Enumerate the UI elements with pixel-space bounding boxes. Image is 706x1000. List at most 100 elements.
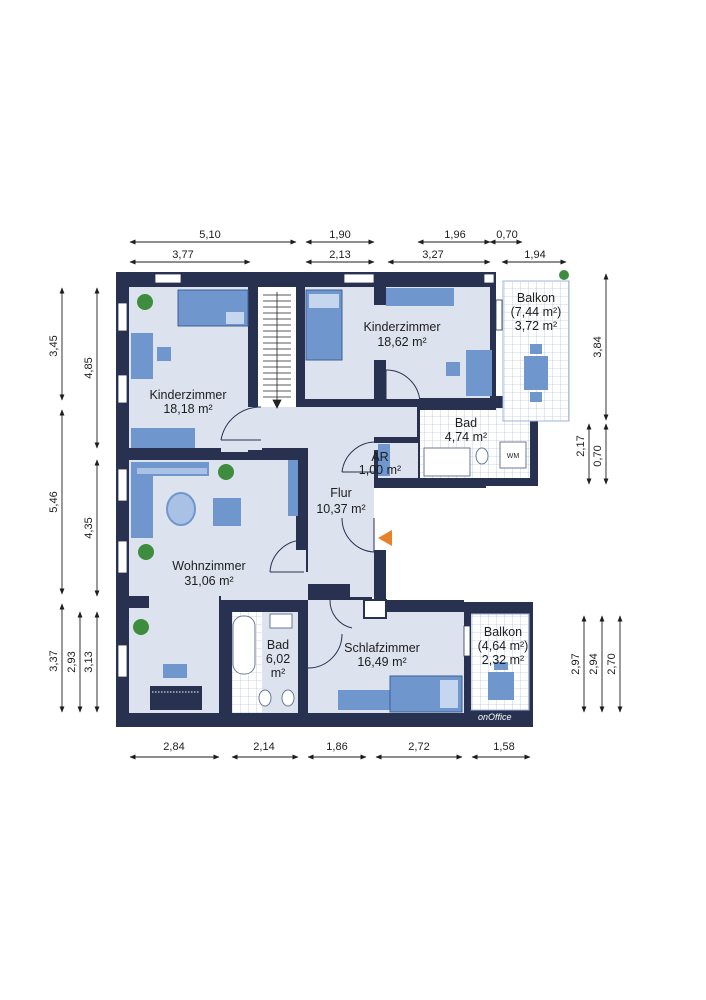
room-area-flur: 10,37 m² — [316, 502, 365, 516]
floor-flur-lower — [308, 407, 374, 597]
washer-label: WM — [507, 453, 520, 460]
dim-right-top: 3,84 — [592, 336, 604, 357]
shaft — [363, 599, 387, 619]
wall-segment — [262, 448, 308, 460]
entrance-arrow-icon — [378, 530, 392, 546]
room-area-balkon-1: 3,72 m² — [515, 319, 557, 333]
coffee-table-icon — [166, 492, 196, 526]
dim-right-bottom: 2,94 — [588, 653, 600, 674]
dim-left-outer: 3,37 — [48, 650, 60, 671]
tv-icon — [163, 664, 187, 678]
room-name-kinderzimmer-2: Kinderzimmer — [363, 320, 440, 334]
room-name-bad-2: Bad — [267, 638, 289, 652]
wall-segment — [296, 287, 305, 399]
shower-icon — [423, 447, 471, 477]
armchair-icon — [213, 498, 241, 526]
plant-icon — [138, 544, 154, 560]
room-area-kinderzimmer-1: 18,18 m² — [163, 402, 212, 416]
shelf-icon — [288, 460, 298, 516]
plant-icon — [137, 294, 153, 310]
room-area-schlafzimmer: 16,49 m² — [357, 655, 406, 669]
toilet-icon — [258, 689, 272, 707]
cabinet-icon — [378, 444, 390, 476]
room-name-flur: Flur — [330, 486, 352, 500]
bidet-icon — [281, 689, 295, 707]
dim-bottom: 1,58 — [493, 741, 514, 753]
wall-segment — [374, 360, 386, 400]
wardrobe-icon — [338, 690, 394, 710]
dim-bottom: 2,84 — [163, 741, 184, 753]
dimension-lines — [59, 239, 623, 760]
room-gross-balkon-1: (7,44 m²) — [511, 305, 562, 319]
room-area-balkon-2: 2,32 m² — [482, 653, 524, 667]
shelf-icon — [386, 288, 454, 306]
doors — [220, 369, 421, 669]
dim-bottom: 2,72 — [408, 741, 429, 753]
wall-segment — [298, 612, 308, 668]
dim-right-top: 0,70 — [592, 445, 604, 466]
dim-bottom: 2,14 — [253, 741, 274, 753]
wall-segment — [374, 287, 386, 305]
chair-icon — [530, 392, 542, 402]
desk-icon — [131, 333, 153, 379]
plant-icon — [218, 464, 234, 480]
wall-segment — [374, 550, 386, 602]
floor-wohnzimmer — [129, 460, 306, 596]
room-area-kinderzimmer-2: 18,62 m² — [377, 335, 426, 349]
dim-left-outer: 5,46 — [48, 491, 60, 512]
dim-top-2: 2,13 — [329, 249, 350, 261]
room-name-balkon-2: Balkon — [484, 625, 522, 639]
dim-left-inner: 4,85 — [83, 357, 95, 378]
room-name-balkon-1: Balkon — [517, 291, 555, 305]
wall-segment — [464, 612, 471, 710]
table-icon — [488, 672, 514, 700]
chair-icon — [530, 344, 542, 354]
wall-segment — [386, 600, 464, 612]
wall-segment — [129, 596, 149, 608]
chair-icon — [494, 662, 508, 670]
wall-segment — [420, 398, 496, 410]
furniture — [131, 288, 548, 713]
staircase — [263, 292, 291, 409]
room-gross-balkon-2: (4,64 m²) — [478, 639, 529, 653]
piano-icon — [150, 686, 202, 710]
table-icon — [524, 356, 548, 390]
chair-icon — [157, 347, 171, 361]
wall-segment — [129, 448, 221, 460]
room-area-ar: 1,00 m² — [359, 463, 401, 477]
wall-segment — [296, 460, 308, 550]
room-area-wohnzimmer: 31,06 m² — [184, 574, 233, 588]
dim-left-outer: 3,45 — [48, 335, 60, 356]
dim-left-inner: 4,35 — [83, 517, 95, 538]
room-area-bad-1: 4,74 m² — [445, 430, 487, 444]
dim-top-2: 1,94 — [524, 249, 545, 261]
dim-right-top: 2,17 — [575, 435, 587, 456]
dim-top-1: 5,10 — [199, 229, 220, 241]
windows — [117, 273, 503, 678]
room-name-ar: AR — [371, 450, 388, 464]
dim-right-bottom: 2,97 — [570, 653, 582, 674]
dim-bottom: 1,86 — [326, 741, 347, 753]
sink-icon — [269, 613, 293, 629]
room-area-unit-bad-2: m² — [271, 666, 286, 680]
dim-top-2: 3,77 — [172, 249, 193, 261]
plant-icon — [133, 619, 149, 635]
wall-segment — [374, 437, 420, 443]
dim-right-bottom: 2,70 — [606, 653, 618, 674]
bathtub-icon — [232, 615, 256, 675]
chair-icon — [446, 362, 460, 376]
toilet-icon — [475, 447, 489, 465]
dim-left-inner: 3,13 — [83, 651, 95, 672]
brand-logo: onOffice — [478, 712, 512, 722]
dim-left-inner: 2,93 — [66, 651, 78, 672]
wall-segment — [308, 584, 350, 600]
dim-top-1: 0,70 — [496, 229, 517, 241]
plants — [133, 270, 569, 635]
room-name-schlafzimmer: Schlafzimmer — [344, 641, 420, 655]
dim-top-1: 1,96 — [444, 229, 465, 241]
wall-segment — [248, 287, 258, 407]
wall-segment — [219, 600, 232, 713]
room-name-kinderzimmer-1: Kinderzimmer — [149, 388, 226, 402]
dim-top-2: 3,27 — [422, 249, 443, 261]
